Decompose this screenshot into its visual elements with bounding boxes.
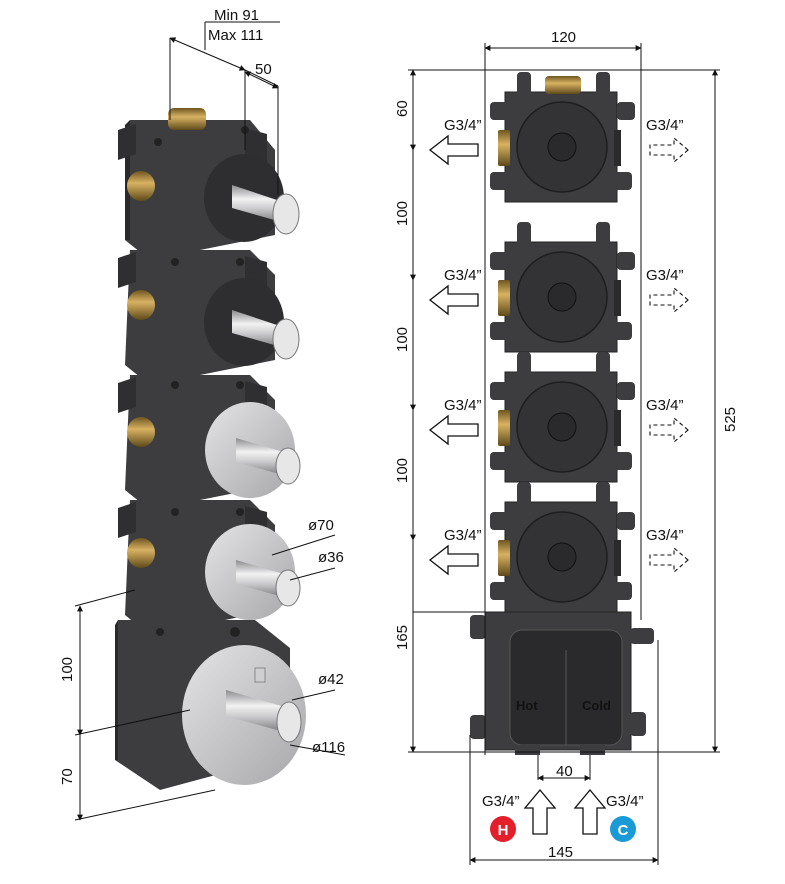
spacing-1-label: 100 — [394, 201, 411, 226]
rosette-diameter-label: ø70 — [308, 517, 334, 534]
cold-inlet-thread-label: G3/4” — [606, 793, 644, 810]
outlet-left-label: G3/4” — [444, 117, 482, 134]
top-offset-label: 60 — [394, 100, 411, 117]
module-2 — [118, 250, 300, 385]
thermostat-module — [115, 620, 306, 790]
total-height-label: 525 — [722, 407, 739, 432]
outlet-left-arrow — [428, 284, 479, 316]
left-spacing-100-label: 100 — [59, 657, 76, 682]
outlet-left-arrow — [428, 134, 479, 166]
outlet-left-arrow — [428, 544, 479, 576]
spacing-3-label: 100 — [394, 458, 411, 483]
left-spacing-70-label: 70 — [59, 768, 76, 785]
front-module-2 — [490, 222, 635, 353]
cold-inlet-arrow — [573, 788, 607, 835]
cold-badge-text: C — [618, 822, 629, 839]
outlet-right-arrow — [649, 546, 689, 574]
inlet-arrows — [523, 788, 607, 835]
outlet-right-label: G3/4” — [646, 267, 684, 284]
total-width-label: 120 — [551, 29, 576, 46]
hot-badge-text: H — [498, 822, 509, 839]
thermostat-front: Hot Cold — [470, 611, 654, 755]
front-module-3 — [490, 352, 635, 483]
hot-inlet-arrow — [523, 788, 557, 835]
handle-diameter-label: ø36 — [318, 549, 344, 566]
outlet-left-arrow — [428, 414, 479, 446]
depth-max-label: Max 111 — [208, 27, 263, 44]
thermo-rosette-diameter-label: ø116 — [312, 739, 345, 756]
left-dimension-labels: Min 91 Max 111 50 ø70 ø36 ø42 ø116 100 7… — [59, 7, 345, 785]
outlet-right-arrow — [649, 286, 689, 314]
hot-inlet-thread-label: G3/4” — [482, 793, 520, 810]
thermo-handle-diameter-label: ø42 — [318, 671, 344, 688]
inlet-spacing-label: 40 — [556, 763, 573, 780]
outlet-left-label: G3/4” — [444, 527, 482, 544]
right-dimension-labels: 120 525 60 100 100 100 165 40 145 G3/4” … — [394, 29, 739, 861]
spindle-offset-label: 50 — [255, 61, 272, 78]
outlet-right-label: G3/4” — [646, 527, 684, 544]
outlet-right-arrow — [649, 136, 689, 164]
base-width-label: 145 — [548, 844, 573, 861]
outlet-right-label: G3/4” — [646, 117, 684, 134]
outlet-right-arrow — [649, 416, 689, 444]
module-3 — [118, 375, 301, 510]
outlet-arrows: G3/4” G3/4” G3/4” G3/4” G3/4” G3/4” G3/4” G3/4” — [428, 117, 689, 576]
left-3d-view: Min 91 Max 111 50 ø70 ø36 ø42 ø116 100 7… — [59, 7, 346, 821]
bottom-height-label: 165 — [394, 625, 411, 650]
spacing-2-label: 100 — [394, 327, 411, 352]
outlet-right-label: G3/4” — [646, 397, 684, 414]
outlet-left-label: G3/4” — [444, 397, 482, 414]
cold-badge-icon — [610, 816, 636, 842]
outlet-left-label: G3/4” — [444, 267, 482, 284]
cold-label: Cold — [582, 698, 611, 713]
hot-badge-icon — [490, 816, 516, 842]
depth-min-label: Min 91 — [214, 7, 259, 24]
right-dimensions — [408, 43, 720, 865]
left-dimensions — [74, 21, 346, 821]
module-4 — [118, 500, 301, 635]
hot-label: Hot — [516, 698, 538, 713]
front-module-4 — [490, 482, 635, 613]
module-1 — [118, 108, 300, 260]
front-module-1 — [490, 72, 635, 203]
right-front-view: Hot Cold G3/4”G3/4”G3/4”G3/4”G3/4”G3/4”G… — [394, 29, 739, 865]
